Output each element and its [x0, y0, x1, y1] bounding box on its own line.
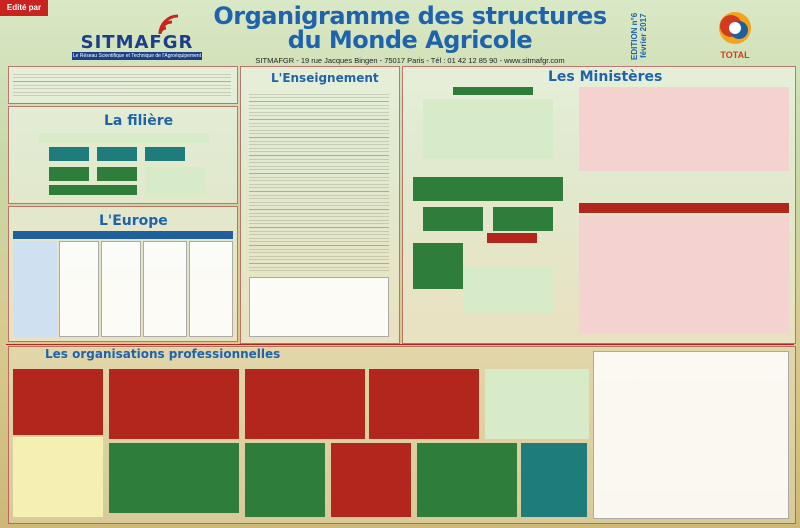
enseignement-panel: L'Enseignement	[240, 66, 400, 344]
europe-panel: L'Europe	[8, 206, 238, 342]
filiere-box	[49, 185, 137, 195]
filiere-box	[49, 167, 89, 181]
recherche-box	[413, 177, 563, 201]
edited-by-badge: Edité par	[0, 0, 48, 16]
filiere-box	[145, 167, 205, 195]
enseignement-title: L'Enseignement	[271, 71, 379, 85]
organisation-box	[463, 267, 553, 313]
europe-column	[189, 241, 233, 337]
amenagement-box	[13, 437, 103, 517]
filiere-box	[97, 147, 137, 161]
proprietaires-box	[369, 369, 479, 439]
intro-text-block	[13, 71, 231, 99]
ministere-box	[423, 99, 553, 159]
chambres-agriculture-box	[109, 443, 239, 513]
page-title: Organigramme des structures du Monde Agr…	[200, 4, 620, 52]
exploitants-box	[245, 369, 365, 439]
ministere-agriculture-header	[579, 203, 789, 213]
title-line-1: Organigramme des structures	[213, 2, 607, 30]
recherche-box	[423, 207, 483, 231]
ministere-environnement-box	[579, 87, 789, 171]
title-line-2: du Monde Agricole	[287, 26, 533, 54]
filiere-header-box	[39, 133, 209, 143]
intro-panel	[8, 66, 238, 104]
msa-box	[521, 443, 587, 517]
sitmafgr-logo: SITMAFGR Le Réseau Scientifique et Techn…	[60, 6, 210, 62]
cooperatives-box	[245, 443, 325, 517]
total-flower-icon	[719, 12, 751, 44]
ministere-agriculture-box	[579, 215, 789, 333]
logo-tagline: Le Réseau Scientifique et Technique de l…	[72, 52, 202, 60]
europe-header-row	[13, 231, 233, 239]
cap-box	[109, 369, 239, 439]
logo-wordmark: SITMAFGR	[80, 32, 194, 53]
total-logo: TOTAL	[705, 6, 795, 66]
msa-box	[417, 443, 517, 517]
europe-column	[13, 241, 57, 337]
filiere-panel: La filière	[8, 106, 238, 204]
formation-continue-box	[249, 277, 389, 337]
europe-title: L'Europe	[99, 213, 168, 229]
total-wordmark: TOTAL	[720, 50, 750, 60]
enseignement-table	[249, 91, 389, 271]
ministere-box	[453, 87, 533, 95]
recherche-box	[493, 207, 553, 231]
edition-label: EDITION n°6 février 2017	[630, 12, 648, 60]
cooperatives-box	[331, 443, 411, 517]
instituts-recherche-box	[593, 351, 789, 519]
signal-arcs-icon	[158, 14, 179, 35]
developpement-agricole-box	[13, 369, 103, 435]
section-divider	[6, 344, 794, 345]
organisations-panel: Les organisations professionnelles	[8, 346, 796, 524]
filiere-title: La filière	[104, 113, 174, 129]
ministeres-title: Les Ministères	[548, 69, 663, 85]
filiere-box	[145, 147, 185, 161]
europe-column	[101, 241, 141, 337]
europe-column	[143, 241, 187, 337]
europe-column	[59, 241, 99, 337]
contact-address: SITMAFGR - 19 rue Jacques Bingen - 75017…	[255, 56, 565, 65]
salaries-box	[485, 369, 589, 439]
organisation-box	[413, 243, 463, 289]
ministeres-panel: Les Ministères	[402, 66, 796, 344]
filiere-box	[49, 147, 89, 161]
organisation-box	[487, 233, 537, 243]
filiere-box	[97, 167, 137, 181]
organisations-title: Les organisations professionnelles	[45, 347, 281, 361]
